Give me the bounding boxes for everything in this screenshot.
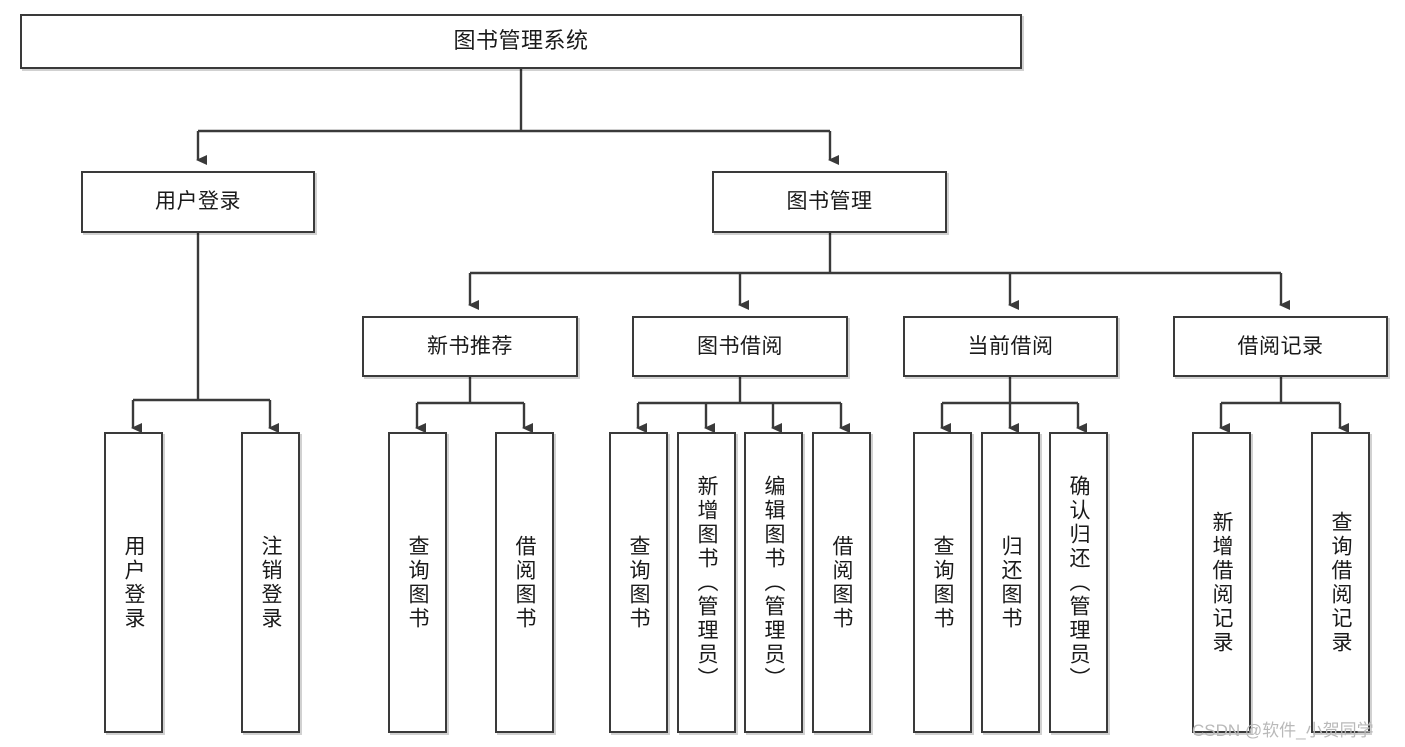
node-label: 新增图书（管理员） xyxy=(695,474,718,691)
node-label: 查询借阅记录 xyxy=(1329,510,1352,655)
node-label: 图书管理系统 xyxy=(453,28,589,54)
node-label: 用户登录 xyxy=(155,190,241,214)
node-label: 归还图书 xyxy=(999,534,1022,631)
leaf-user-logout[interactable]: 注销登录 xyxy=(241,432,300,733)
leaf-user-login[interactable]: 用户登录 xyxy=(104,432,163,733)
leaf-recommend-query-book[interactable]: 查询图书 xyxy=(388,432,447,733)
leaf-borrow-edit-book-admin[interactable]: 编辑图书（管理员） xyxy=(744,432,803,733)
node-label: 借阅图书 xyxy=(830,534,853,631)
node-label: 查询图书 xyxy=(627,534,650,631)
node-label: 注销登录 xyxy=(259,534,282,631)
node-label: 图书管理 xyxy=(786,190,873,214)
leaf-current-confirm-return-admin[interactable]: 确认归还（管理员） xyxy=(1049,432,1108,733)
node-current-borrow[interactable]: 当前借阅 xyxy=(903,316,1118,377)
node-label: 编辑图书（管理员） xyxy=(762,474,785,691)
node-label: 借阅图书 xyxy=(513,534,536,631)
leaf-recommend-borrow-book[interactable]: 借阅图书 xyxy=(495,432,554,733)
leaf-borrow-borrow-book[interactable]: 借阅图书 xyxy=(812,432,871,733)
node-book-borrow[interactable]: 图书借阅 xyxy=(632,316,848,377)
csdn-watermark: CSDN @软件_小贺同学 xyxy=(1192,721,1374,740)
node-borrow-record[interactable]: 借阅记录 xyxy=(1173,316,1388,377)
node-new-book-recommend[interactable]: 新书推荐 xyxy=(362,316,578,377)
node-label: 图书借阅 xyxy=(697,334,783,358)
node-label: 用户登录 xyxy=(122,534,145,631)
leaf-record-add-borrow-record[interactable]: 新增借阅记录 xyxy=(1192,432,1251,733)
node-root-system[interactable]: 图书管理系统 xyxy=(20,14,1022,69)
leaf-borrow-query-book[interactable]: 查询图书 xyxy=(609,432,668,733)
node-label: 查询图书 xyxy=(406,534,429,631)
node-book-management[interactable]: 图书管理 xyxy=(712,171,947,233)
leaf-borrow-add-book-admin[interactable]: 新增图书（管理员） xyxy=(677,432,736,733)
leaf-record-query-borrow-record[interactable]: 查询借阅记录 xyxy=(1311,432,1370,733)
node-label: 借阅记录 xyxy=(1237,334,1324,358)
node-label: 当前借阅 xyxy=(967,334,1054,358)
node-label: 查询图书 xyxy=(931,534,954,631)
node-label: 确认归还（管理员） xyxy=(1067,474,1090,691)
leaf-current-query-book[interactable]: 查询图书 xyxy=(913,432,972,733)
node-label: 新增借阅记录 xyxy=(1210,510,1233,655)
node-label: 新书推荐 xyxy=(427,334,513,358)
node-user-login[interactable]: 用户登录 xyxy=(81,171,315,233)
leaf-current-return-book[interactable]: 归还图书 xyxy=(981,432,1040,733)
